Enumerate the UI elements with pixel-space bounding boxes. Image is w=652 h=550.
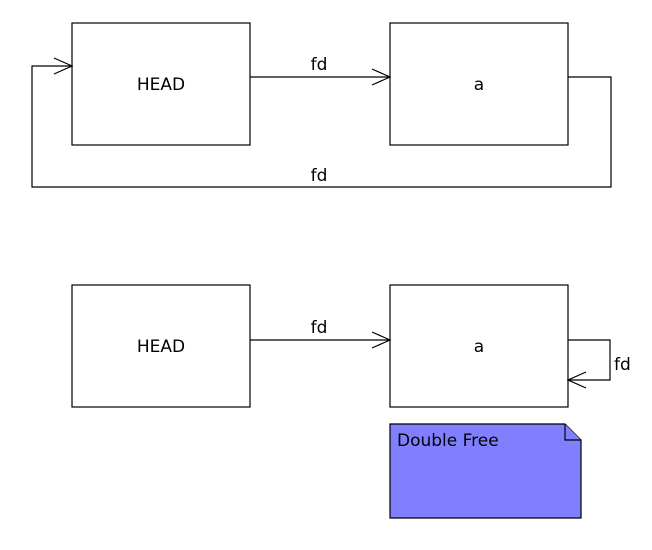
double-free-note[interactable]: Double Free [389, 423, 582, 519]
top-edge-a-to-head [31, 65, 612, 188]
bottom-edge-head-to-a-arrowhead [371, 331, 392, 349]
bottom-self-loop-edge [568, 339, 611, 381]
note-text: Double Free [397, 431, 499, 451]
top-node-a-box[interactable] [389, 22, 569, 146]
bottom-node-a-box[interactable] [389, 284, 569, 408]
top-head-label: HEAD [137, 75, 185, 95]
bottom-head-box[interactable] [71, 284, 251, 408]
top-edge-head-to-a-arrowhead [371, 68, 392, 86]
bottom-node-a-label: a [474, 337, 484, 357]
bottom-self-loop-label: fd [614, 355, 631, 375]
top-node-a-label: a [474, 75, 484, 95]
top-edge-a-to-head-arrowhead [53, 57, 74, 75]
bottom-self-loop-arrowhead [566, 371, 587, 389]
top-diagram: HEAD a fd fd [31, 22, 612, 188]
note-fold-corner [564, 424, 581, 441]
bottom-edge-forward-label: fd [311, 318, 328, 338]
top-head-box[interactable] [71, 22, 251, 146]
note-body [389, 423, 582, 519]
bottom-diagram: HEAD a fd fd [71, 284, 631, 408]
top-edge-forward-label: fd [311, 55, 328, 75]
bottom-head-label: HEAD [137, 337, 185, 357]
top-edge-back-label: fd [311, 166, 328, 186]
